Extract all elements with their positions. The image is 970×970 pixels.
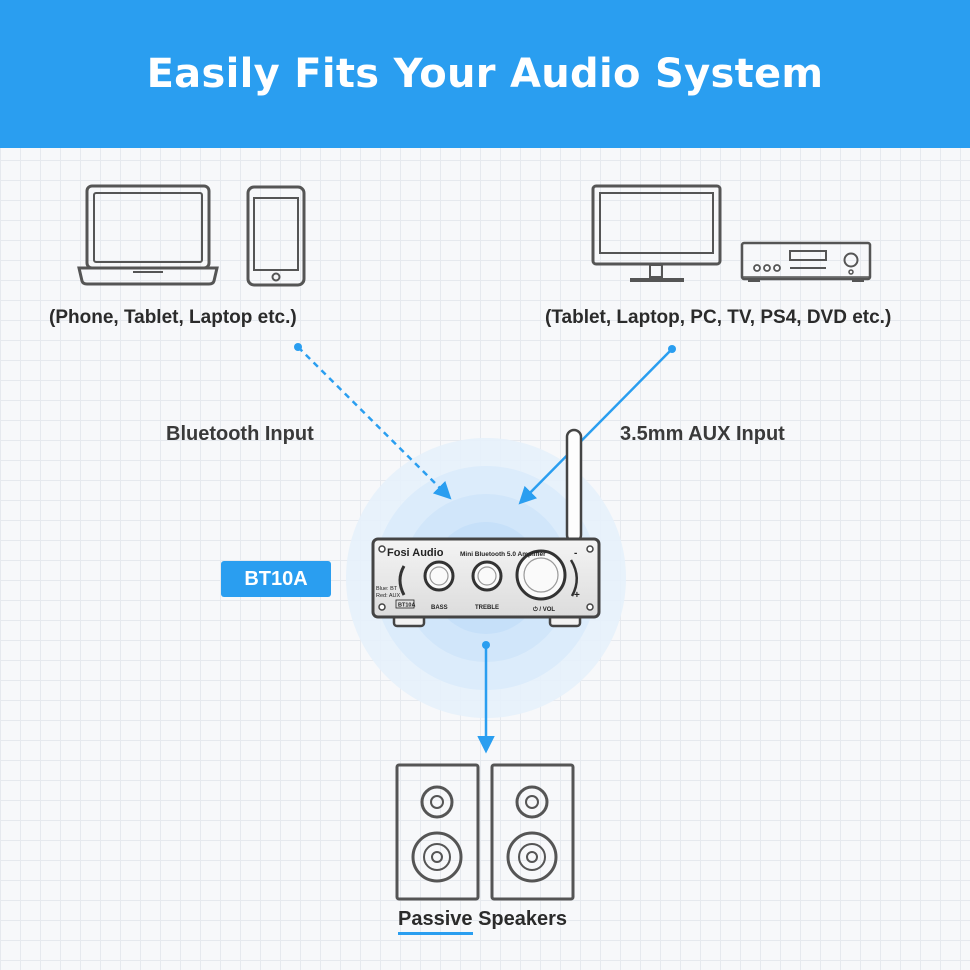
- aux-input-label: 3.5mm AUX Input: [620, 423, 785, 445]
- amp-plus-sign: +: [574, 590, 580, 601]
- laptop-icon: [77, 184, 219, 286]
- amp-treble-label: TREBLE: [475, 605, 499, 611]
- model-badge: BT10A: [221, 561, 331, 597]
- bluetooth-connection-arrow: [294, 343, 452, 500]
- speakers-label-first: Passive: [398, 908, 473, 935]
- amplifier-device: Fosi Audio Mini Bluetooth 5.0 Amplifier …: [371, 428, 601, 628]
- monitor-icon: [591, 184, 722, 282]
- amp-brand: Fosi Audio: [387, 547, 444, 559]
- output-arrow: [477, 641, 495, 754]
- amp-volume-label: ⏻ / VOL: [533, 606, 555, 613]
- page-title: Easily Fits Your Audio System: [146, 51, 824, 97]
- phone-icon: [246, 185, 306, 287]
- bluetooth-input-label: Bluetooth Input: [166, 423, 314, 445]
- bluetooth-devices-label: (Phone, Tablet, Laptop etc.): [49, 307, 297, 328]
- speakers-label-second: Speakers: [472, 908, 568, 930]
- aux-devices-label: (Tablet, Laptop, PC, TV, PS4, DVD etc.): [545, 307, 892, 328]
- amp-mode-red: Red: AUX: [376, 593, 400, 599]
- amp-model-tag: BT10A: [398, 603, 415, 609]
- speaker-icon: [490, 763, 575, 901]
- header-banner: Easily Fits Your Audio System: [0, 0, 970, 148]
- aux-connection-arrow: [518, 345, 676, 505]
- amp-bass-label: BASS: [431, 605, 448, 611]
- amp-subtitle: Mini Bluetooth 5.0 Amplifier: [460, 551, 546, 558]
- dvd-player-icon: [740, 241, 872, 282]
- passive-speakers-label: Passive Speakers: [398, 908, 568, 935]
- amp-minus-sign: -: [574, 548, 577, 559]
- speaker-icon: [395, 763, 480, 901]
- amp-mode-blue: Blue: BT: [376, 586, 398, 592]
